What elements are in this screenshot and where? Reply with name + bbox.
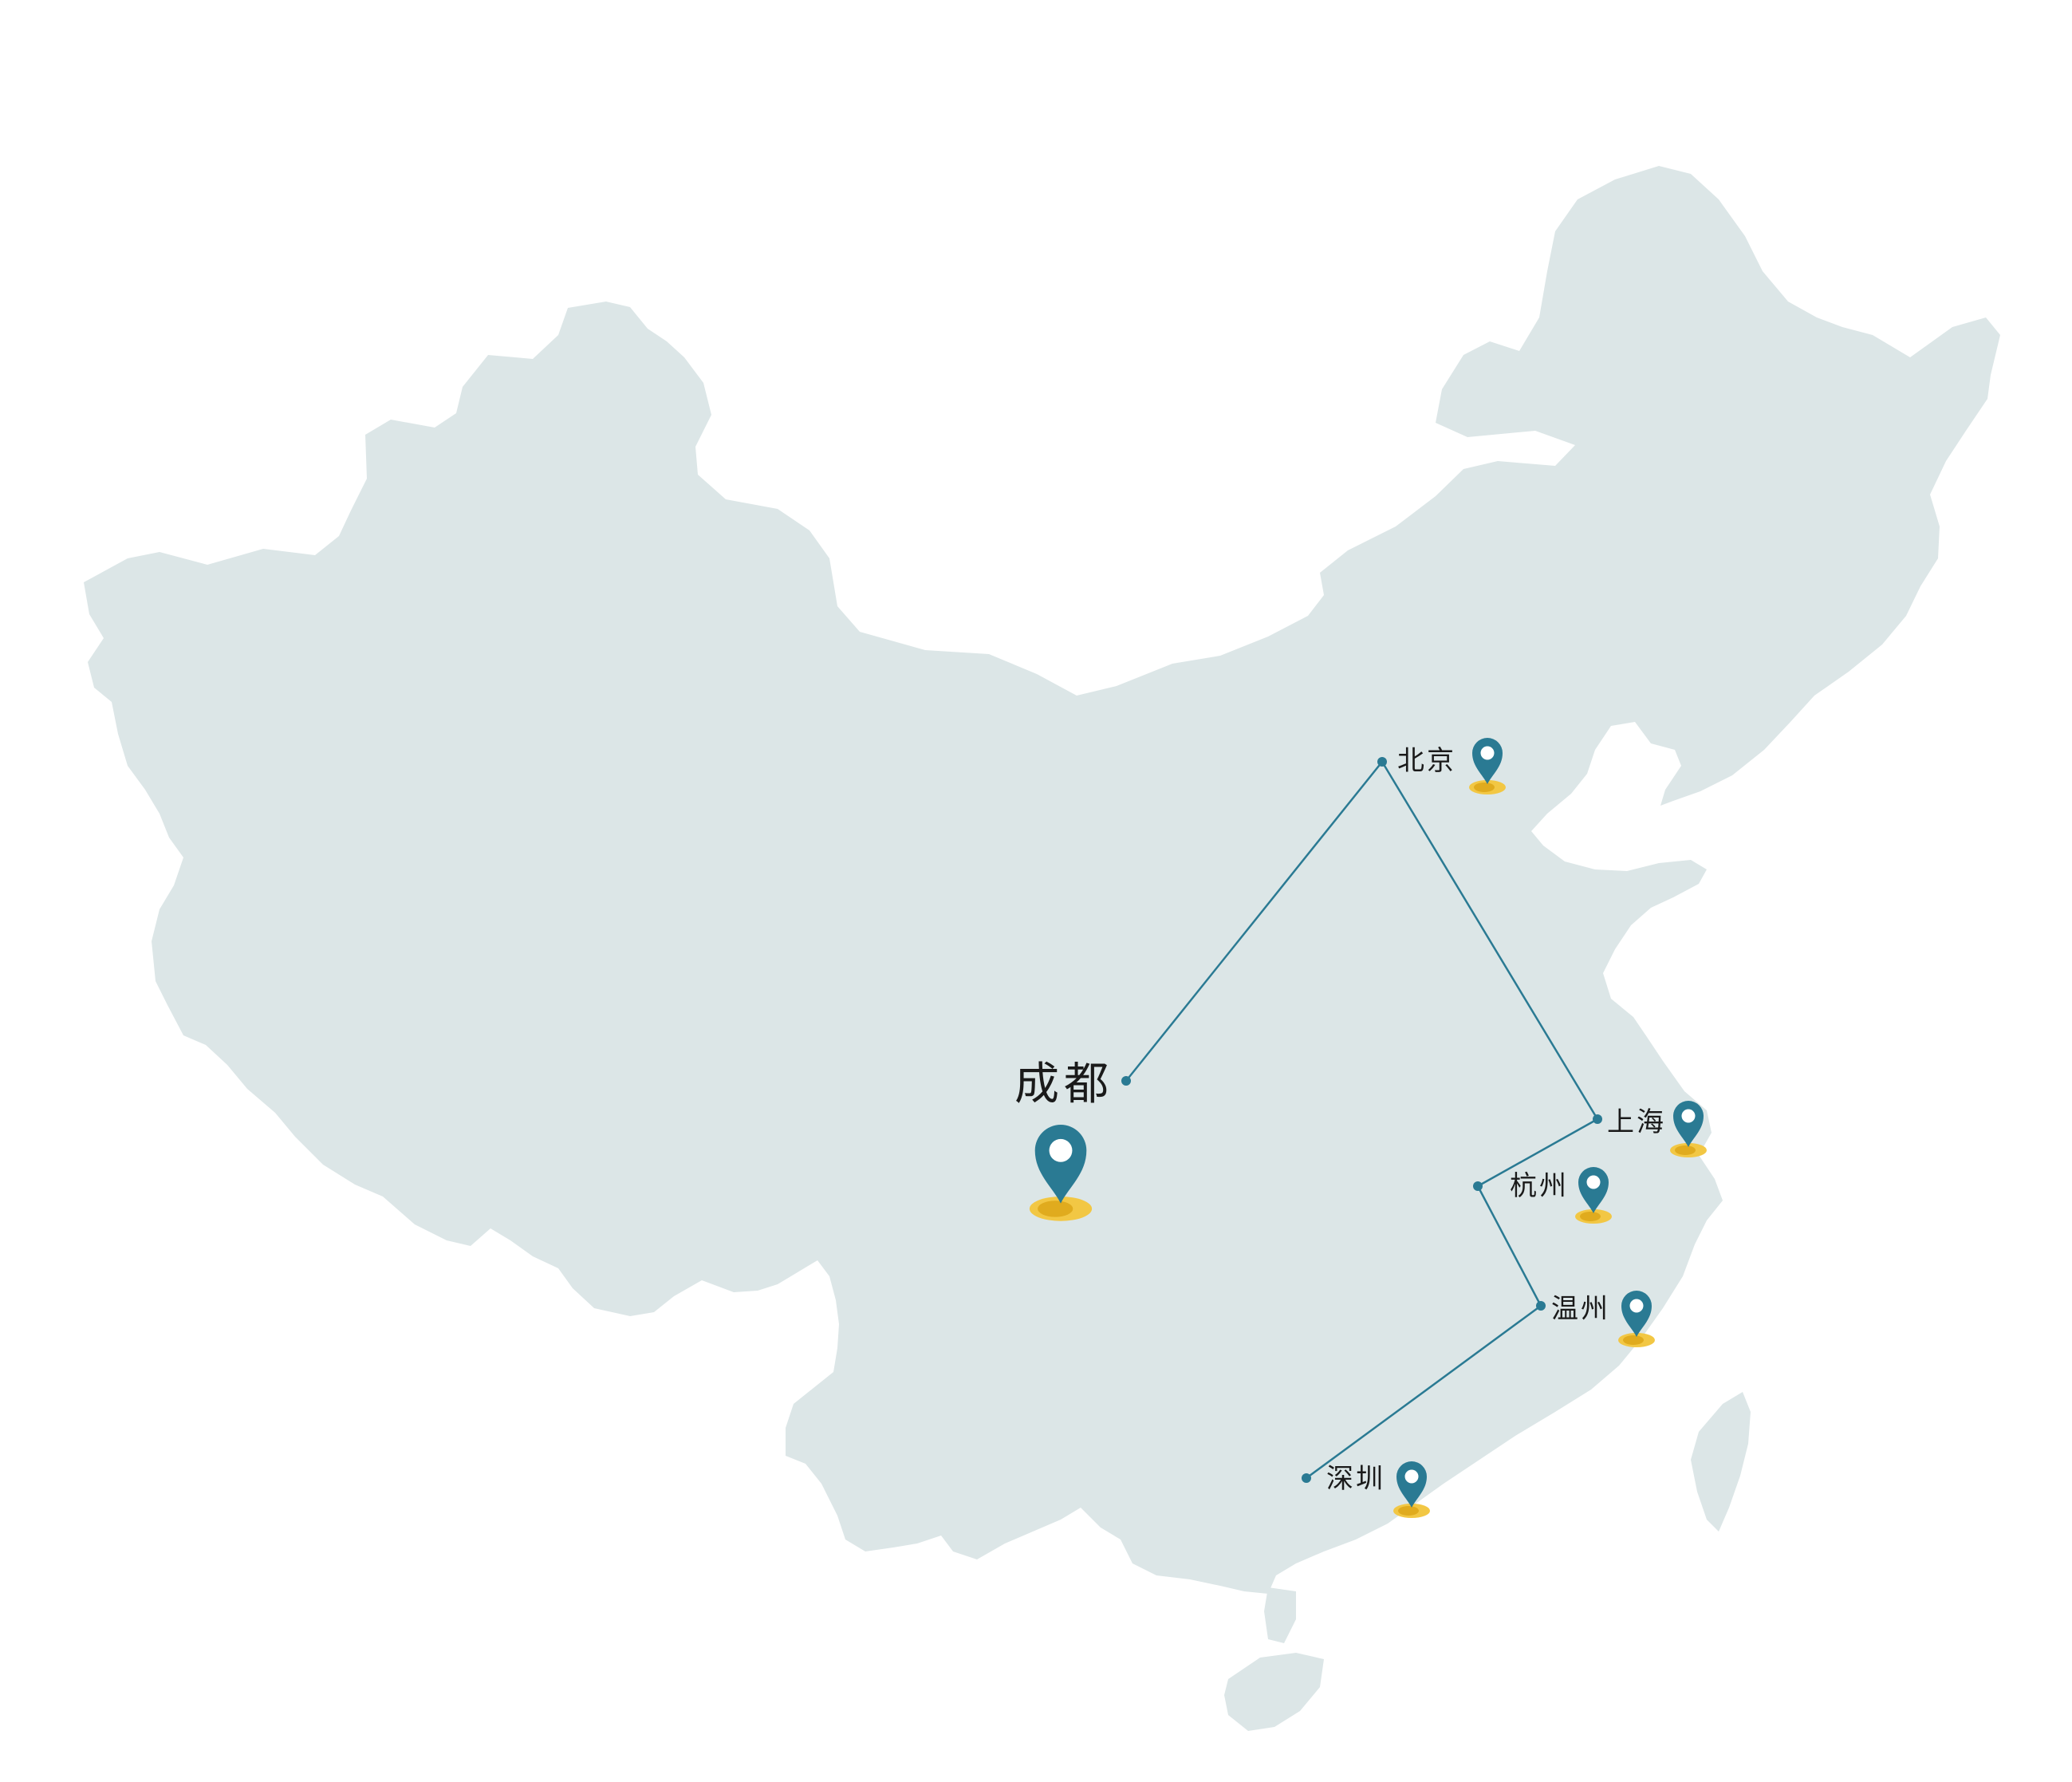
city-label-shenzhen: 深圳 bbox=[1326, 1463, 1385, 1495]
pin-body bbox=[1034, 1125, 1087, 1204]
hainan-island bbox=[1224, 1653, 1324, 1731]
leizhou-peninsula bbox=[1264, 1587, 1296, 1643]
map-pin-icon[interactable] bbox=[1029, 1125, 1093, 1221]
pin-hole bbox=[1629, 1299, 1644, 1313]
pin-body bbox=[1621, 1291, 1652, 1337]
pin-hole bbox=[1049, 1138, 1073, 1162]
city-label-chengdu: 成都 bbox=[1014, 1059, 1113, 1110]
pin-hole bbox=[1681, 1109, 1696, 1123]
city-label-shanghai: 上海 bbox=[1607, 1106, 1666, 1138]
map-pin-icon[interactable] bbox=[1393, 1461, 1430, 1518]
map-pin-icon[interactable] bbox=[1575, 1167, 1612, 1224]
route-node-shanghai bbox=[1593, 1114, 1602, 1124]
china-mainland bbox=[84, 166, 2000, 1594]
pin-base-shadow bbox=[1474, 783, 1495, 792]
route-node-chengdu bbox=[1121, 1076, 1131, 1086]
map-pin-icon[interactable] bbox=[1670, 1101, 1707, 1157]
route-layer bbox=[1121, 757, 1602, 1483]
pin-layer bbox=[1029, 738, 1707, 1518]
pin-base-shadow bbox=[1580, 1212, 1601, 1221]
pin-body bbox=[1578, 1167, 1609, 1213]
label-layer: 成都 北京 上海 杭州 温州 深圳 bbox=[1014, 745, 1666, 1495]
land-layer bbox=[84, 166, 2000, 1731]
route-segment-shanghai-hangzhou bbox=[1477, 1118, 1598, 1188]
route-node-shenzhen bbox=[1302, 1473, 1311, 1483]
taiwan-island bbox=[1691, 1392, 1751, 1532]
route-node-beijing bbox=[1377, 757, 1387, 767]
map-pin-icon[interactable] bbox=[1618, 1291, 1655, 1347]
route-node-hangzhou bbox=[1473, 1181, 1483, 1191]
pin-body bbox=[1472, 738, 1503, 784]
route-segment-wenzhou-shenzhen bbox=[1306, 1304, 1542, 1480]
pin-body bbox=[1673, 1101, 1704, 1147]
route-segment-hangzhou-wenzhou bbox=[1476, 1185, 1542, 1307]
pin-base-shadow bbox=[1038, 1200, 1073, 1217]
route-node-wenzhou bbox=[1536, 1301, 1546, 1311]
city-label-beijing: 北京 bbox=[1397, 745, 1456, 777]
pin-hole bbox=[1586, 1175, 1601, 1189]
pin-body bbox=[1396, 1461, 1427, 1508]
pin-base-shadow bbox=[1675, 1145, 1696, 1155]
pin-base-shadow bbox=[1623, 1335, 1644, 1345]
pin-hole bbox=[1480, 746, 1495, 760]
city-label-wenzhou: 温州 bbox=[1551, 1293, 1610, 1325]
route-segment-beijing-shanghai bbox=[1381, 761, 1599, 1120]
city-label-hangzhou: 杭州 bbox=[1510, 1170, 1569, 1202]
map-pin-icon[interactable] bbox=[1469, 738, 1506, 794]
pin-base-shadow bbox=[1398, 1506, 1419, 1516]
route-segment-chengdu-beijing bbox=[1125, 761, 1383, 1082]
pin-hole bbox=[1404, 1469, 1419, 1484]
